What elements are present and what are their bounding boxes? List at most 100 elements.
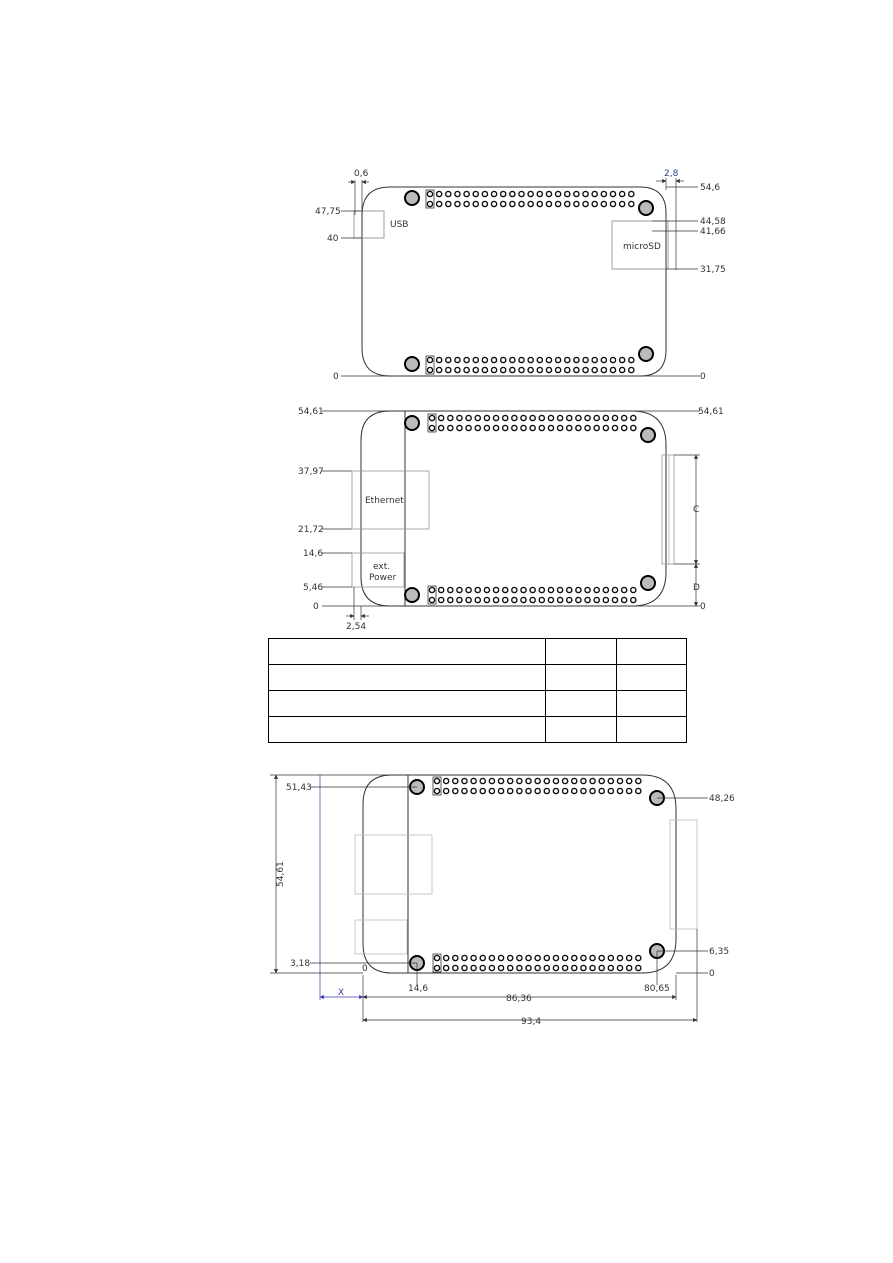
header-pin <box>573 356 580 364</box>
dim-label-d: D <box>693 583 700 593</box>
header-pin <box>437 596 445 604</box>
header-pin <box>582 200 589 208</box>
dim-93-4: 93,4 <box>521 1017 541 1027</box>
header-pin <box>465 596 472 604</box>
header-pin <box>437 414 445 422</box>
header-pin <box>598 787 606 795</box>
header-pin <box>556 596 564 604</box>
header-pin <box>618 366 626 374</box>
header-pin <box>456 596 463 604</box>
header-pin <box>456 424 463 432</box>
header-pin <box>461 964 468 972</box>
header-pin <box>534 964 541 972</box>
header-pin <box>470 777 477 785</box>
header-pin <box>433 954 441 962</box>
header-pin <box>607 954 615 962</box>
header-pin <box>525 777 532 785</box>
drawing-1: USB microSD 0,6 2,8 4 <box>315 169 726 382</box>
spec-table <box>268 638 687 743</box>
header-pin <box>616 777 624 785</box>
header-pin <box>516 964 523 972</box>
header-pin <box>625 964 633 972</box>
dim-2-54: 2,54 <box>346 622 366 632</box>
header-pin <box>616 954 624 962</box>
header-pin <box>620 414 628 422</box>
header-pin <box>481 356 489 364</box>
header-pin <box>552 954 560 962</box>
header-pin <box>454 366 461 374</box>
header-pin <box>506 777 514 785</box>
header-pin <box>625 954 633 962</box>
header-pin <box>518 200 525 208</box>
header-pin <box>479 964 487 972</box>
header-pin <box>602 586 610 594</box>
header-pin <box>561 954 569 962</box>
header-pin <box>618 356 626 364</box>
mounting-holes-3 <box>409 779 665 971</box>
header-pin <box>497 787 505 795</box>
header-pin <box>545 190 553 198</box>
dim-40: 40 <box>327 234 339 244</box>
header-pin <box>609 200 617 208</box>
header-pin <box>570 964 578 972</box>
header-pin <box>547 586 555 594</box>
header-pin <box>481 366 489 374</box>
header-pin <box>501 596 509 604</box>
header-pin <box>433 777 441 785</box>
header-pin <box>520 424 527 432</box>
header-pin <box>525 787 532 795</box>
ethernet-label: Ethernet <box>365 496 404 506</box>
header-pin <box>446 414 454 422</box>
header-pin <box>492 414 500 422</box>
header-pin <box>565 414 573 422</box>
header-pin <box>490 200 498 208</box>
header-pin <box>547 596 555 604</box>
header-pin <box>472 200 480 208</box>
header-pin <box>516 954 523 962</box>
header-pin <box>545 366 553 374</box>
mounting-hole <box>640 427 656 443</box>
header-pin <box>547 414 555 422</box>
header-pin <box>547 424 555 432</box>
header-pin <box>437 424 445 432</box>
header-pin <box>589 787 596 795</box>
header-pin <box>611 596 619 604</box>
dim-origin-left: 0 <box>333 372 339 382</box>
header-pin <box>582 356 589 364</box>
header-pin <box>529 586 536 594</box>
header-pin <box>538 414 546 422</box>
header-pin <box>628 190 635 198</box>
header-pin <box>451 777 459 785</box>
header-pin <box>556 424 564 432</box>
header-pin <box>506 954 514 962</box>
header-pin <box>536 366 544 374</box>
header-pin <box>446 424 454 432</box>
header-pin <box>499 190 507 198</box>
header-pin <box>607 787 615 795</box>
mounting-hole <box>404 190 420 206</box>
header-pin <box>492 586 500 594</box>
header-pin <box>620 596 628 604</box>
header-pin <box>552 964 560 972</box>
header-pin <box>509 200 516 208</box>
header-pin1-marker <box>427 413 437 433</box>
header-pin1-marker <box>425 355 435 375</box>
header-pin <box>593 586 601 594</box>
header-pin <box>497 777 505 785</box>
dim-54-6: 54,6 <box>700 183 720 193</box>
header-pin <box>474 424 482 432</box>
header-pin <box>470 954 477 962</box>
header-pin <box>511 414 518 422</box>
header-pin <box>570 777 578 785</box>
mounting-holes-1 <box>404 190 654 372</box>
header-pin <box>433 964 441 972</box>
header-pin <box>582 190 589 198</box>
header-pin <box>565 596 573 604</box>
header-pin <box>536 190 544 198</box>
header-pin <box>492 424 500 432</box>
header-pin <box>563 366 571 374</box>
header-pin <box>545 356 553 364</box>
header-pin <box>527 190 534 198</box>
header-pin <box>556 414 564 422</box>
dim-44-58: 44,58 <box>700 217 726 227</box>
